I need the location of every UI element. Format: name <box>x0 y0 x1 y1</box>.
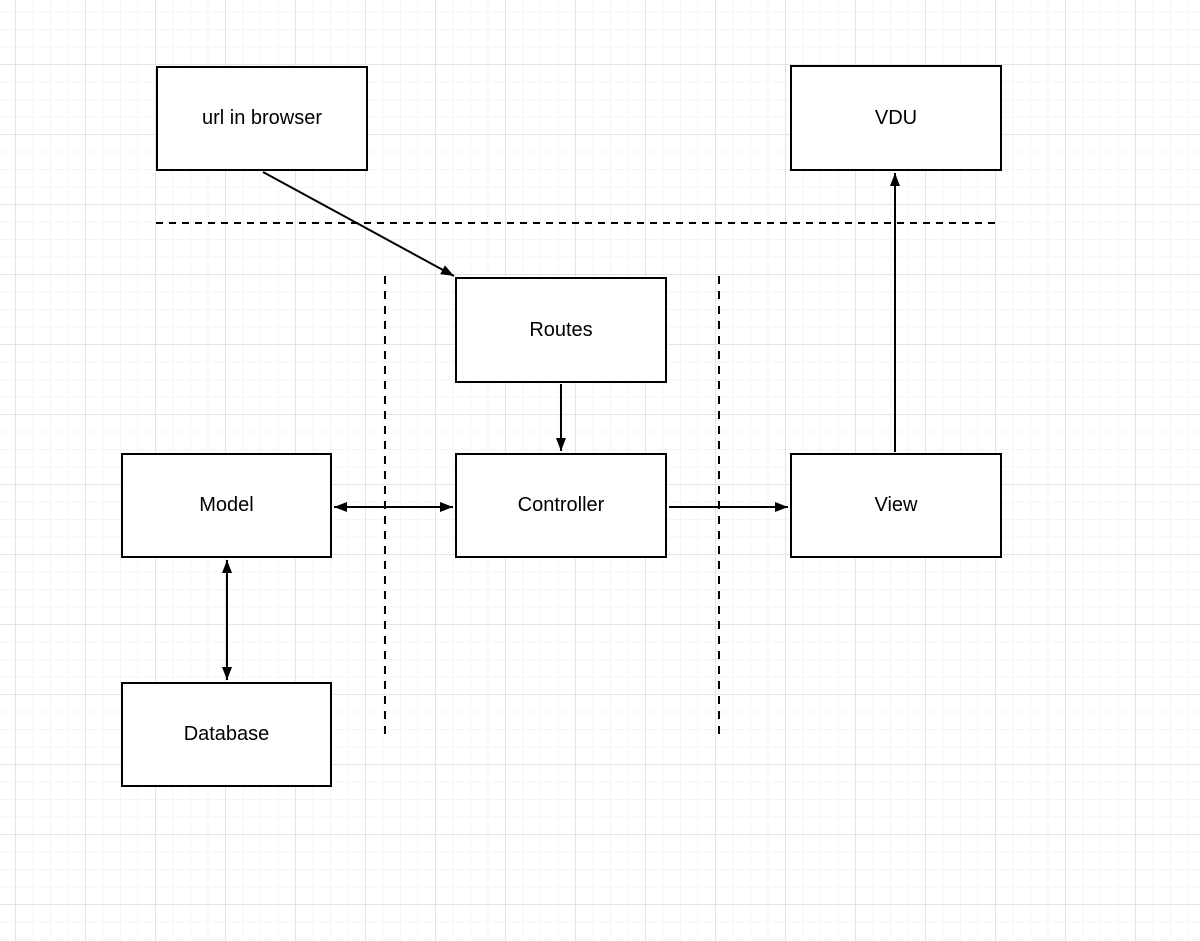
node-view[interactable]: View <box>790 453 1002 558</box>
node-routes-label: Routes <box>529 318 593 341</box>
node-controller-label: Controller <box>517 494 605 516</box>
node-routes[interactable]: Routes <box>455 277 667 383</box>
node-model-label: Model <box>199 494 254 516</box>
node-url-in-browser[interactable]: url in browser <box>156 66 368 171</box>
node-controller[interactable]: Controller <box>455 453 667 558</box>
node-database[interactable]: Database <box>121 682 332 787</box>
node-vdu[interactable]: VDU <box>790 65 1002 171</box>
node-url-in-browser-label: url in browser <box>201 107 323 129</box>
node-vdu-label: VDU <box>874 106 918 129</box>
node-view-label: View <box>874 494 918 516</box>
node-model[interactable]: Model <box>121 453 332 558</box>
node-database-label: Database <box>183 723 270 745</box>
edge-url-in-browser-to-routes[interactable] <box>262 171 455 277</box>
